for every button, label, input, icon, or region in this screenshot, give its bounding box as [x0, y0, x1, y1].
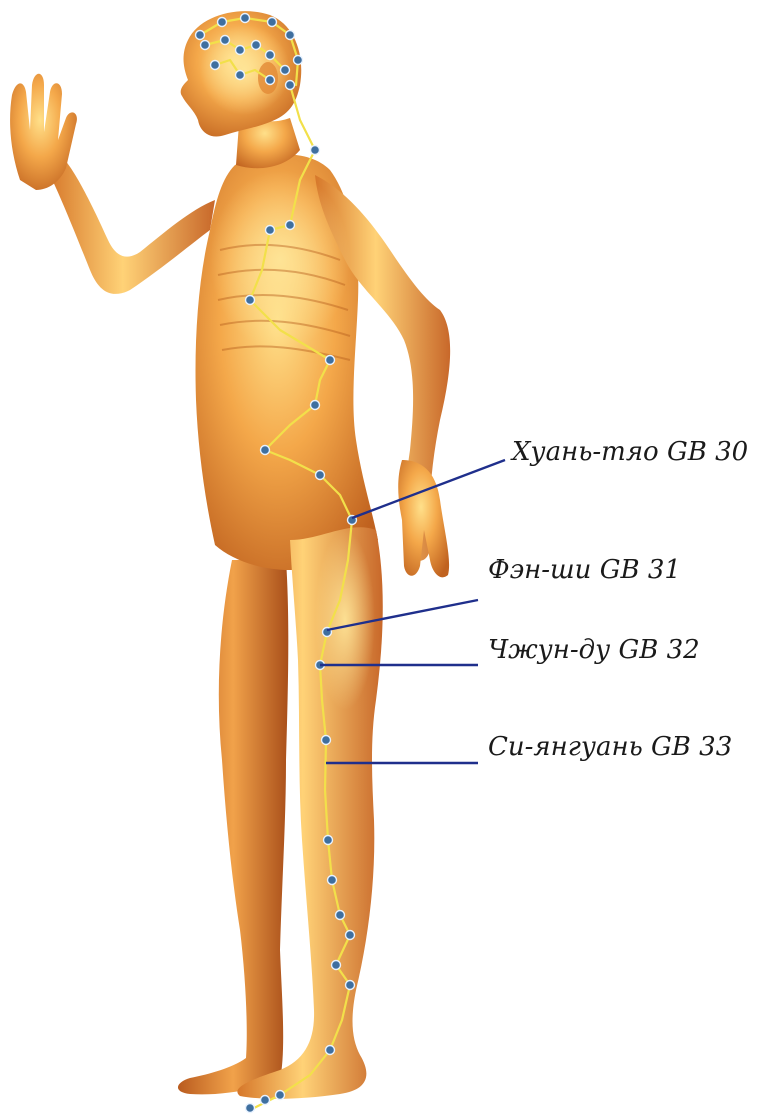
acupoint-dot [236, 46, 245, 55]
human-body-illustration [10, 11, 450, 1099]
acupoint-dot [266, 226, 275, 235]
acupoint-dot [286, 81, 295, 90]
acupoint-dot [211, 61, 220, 70]
acupoint-dot [281, 66, 290, 75]
far-leg [178, 560, 288, 1094]
acupoint-dot [346, 931, 355, 940]
acupoint-dot [324, 836, 333, 845]
acupoint-dot [316, 471, 325, 480]
label-gb32: Чжун-ду GB 32 [488, 635, 700, 665]
acupoint-dot [266, 76, 275, 85]
acupoint-dot [336, 911, 345, 920]
acupoint-dot [332, 961, 341, 970]
acupoint-dot [201, 41, 210, 50]
acupoint-dot [261, 446, 270, 455]
acupoint-dot [311, 401, 320, 410]
acupoint-dot [241, 14, 250, 23]
label-gb30: Хуань-тяо GB 30 [510, 437, 748, 467]
acupoint-labels: Хуань-тяо GB 30 Фэн-ши GB 31 Чжун-ду GB … [488, 437, 748, 762]
acupoint-dot [236, 71, 245, 80]
raised-arm [48, 154, 215, 294]
acupoint-dot [246, 1104, 255, 1113]
acupoint-dot [246, 296, 255, 305]
acupoint-dot [196, 31, 205, 40]
acupoint-dot [268, 18, 277, 27]
acupoint-dot [294, 56, 303, 65]
acupoint-dot [218, 18, 227, 27]
label-gb31: Фэн-ши GB 31 [488, 555, 681, 585]
acupoint-gb33 [322, 736, 331, 745]
acupoint-dot [261, 1096, 270, 1105]
acupoint-dot [326, 356, 335, 365]
acupoint-dot [286, 31, 295, 40]
acupoint-dot [221, 36, 230, 45]
thigh-highlight [315, 530, 375, 710]
acupoint-dot [286, 221, 295, 230]
acupoint-dot [252, 41, 261, 50]
acupoint-dot [276, 1091, 285, 1100]
acupoint-dot [311, 146, 320, 155]
acupoint-dot [328, 876, 337, 885]
label-gb33: Си-янгуань GB 33 [488, 732, 732, 762]
acupoint-dot [346, 981, 355, 990]
acupoint-dot [326, 1046, 335, 1055]
acupoint-dot [266, 51, 275, 60]
